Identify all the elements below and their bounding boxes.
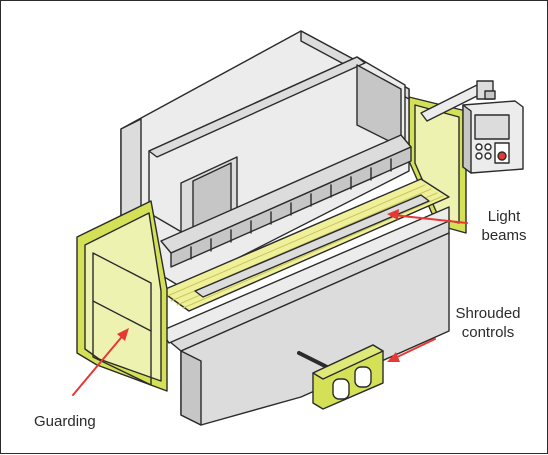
label-shrouded-controls-line1: Shrouded bbox=[455, 305, 521, 322]
label-guarding: Guarding bbox=[34, 413, 96, 430]
label-light-beams: Light beams bbox=[473, 207, 535, 245]
ram-tooling bbox=[160, 134, 412, 268]
light-beams bbox=[160, 178, 450, 312]
upper-housing bbox=[148, 56, 406, 260]
pendant-arm bbox=[420, 80, 496, 122]
shrouded-foot-control bbox=[297, 344, 384, 410]
machine-bed bbox=[160, 206, 450, 426]
label-shrouded-controls: Shrouded controls bbox=[441, 304, 535, 342]
label-light-beams-line2: beams bbox=[481, 227, 527, 244]
label-light-beams-line1: Light bbox=[487, 208, 521, 225]
arrow-light-beams bbox=[387, 209, 468, 224]
label-shrouded-controls-line2: controls bbox=[461, 324, 515, 341]
arrow-guarding bbox=[72, 328, 129, 396]
arrow-shrouded-controls bbox=[387, 338, 436, 362]
control-pendant bbox=[462, 100, 524, 174]
front-guard-panel bbox=[76, 200, 168, 392]
